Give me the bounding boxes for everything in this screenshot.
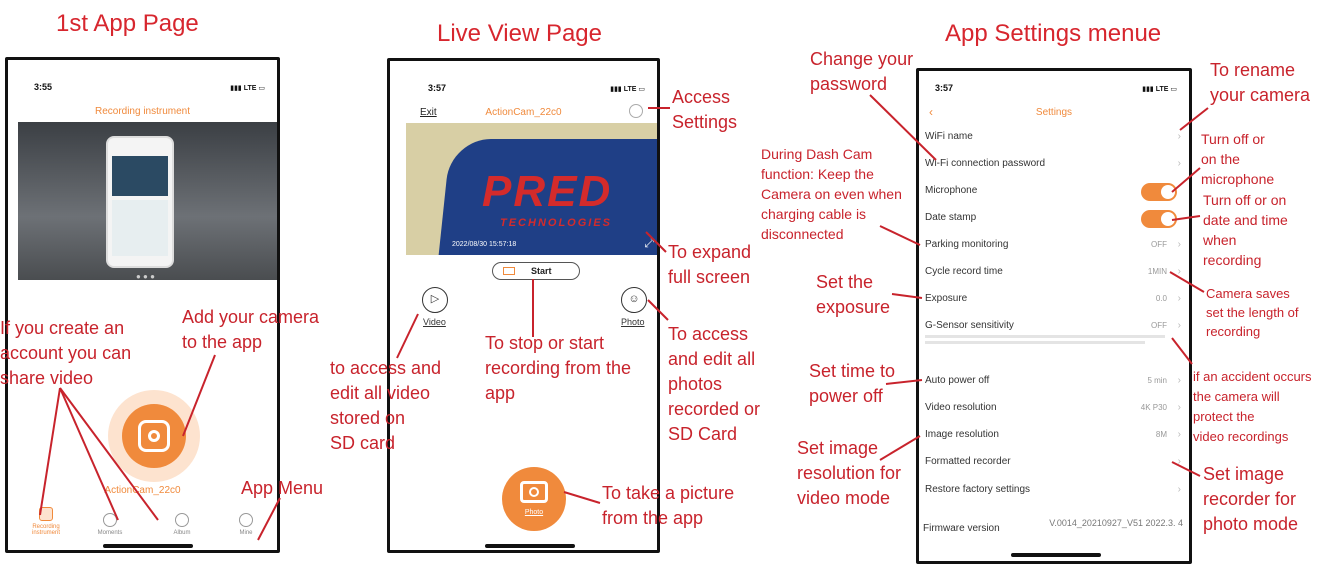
banner-image[interactable]: ● ● ● bbox=[18, 122, 277, 281]
gear-icon[interactable] bbox=[629, 104, 643, 118]
start-recording-button[interactable]: Start bbox=[492, 262, 580, 280]
device-name: ActionCam_22c0 bbox=[104, 485, 181, 496]
capture-photo-button[interactable]: Photo bbox=[502, 467, 566, 531]
chevron-right-icon: › bbox=[1177, 429, 1181, 440]
fullscreen-icon[interactable]: ⤢ bbox=[644, 236, 654, 250]
record-icon bbox=[503, 267, 515, 275]
phone-settings: 3:57 ▮▮▮ LTE ▭ ‹ Settings WiFi name› Wi-… bbox=[916, 68, 1192, 564]
settings-row-formatted-recorder[interactable]: Formatted recorder› bbox=[925, 456, 1181, 467]
heading-first-app-page: 1st App Page bbox=[56, 10, 199, 37]
settings-row-wifi-name[interactable]: WiFi name› bbox=[925, 131, 1181, 142]
home-indicator bbox=[103, 544, 193, 548]
signal-indicator: ▮▮▮ LTE ▭ bbox=[1142, 86, 1177, 93]
settings-row-wifi-password[interactable]: Wi-Fi connection password› bbox=[925, 158, 1181, 169]
play-icon[interactable]: ▷ bbox=[422, 287, 448, 313]
status-time: 3:55 bbox=[34, 82, 53, 92]
app-title: Recording instrument bbox=[94, 106, 191, 117]
signal-indicator: ▮▮▮ LTE ▭ bbox=[610, 86, 645, 93]
carousel-dots[interactable]: ● ● ● bbox=[136, 272, 155, 281]
home-indicator bbox=[1011, 553, 1101, 557]
recorder-icon bbox=[39, 507, 53, 521]
camera-icon bbox=[138, 420, 170, 452]
live-video-feed[interactable]: PRED TECHNOLOGIES 2022/08/30 15:57:18 ⤢ bbox=[406, 123, 657, 255]
date-stamp-toggle[interactable] bbox=[1141, 210, 1177, 228]
chevron-right-icon: › bbox=[1177, 320, 1181, 331]
firmware-value: V.0014_20210927_V51 2022.3. 4 bbox=[1049, 518, 1183, 528]
chevron-right-icon: › bbox=[1177, 456, 1181, 467]
live-title: ActionCam_22c0 bbox=[485, 107, 562, 118]
settings-row-restore-factory[interactable]: Restore factory settings› bbox=[925, 484, 1181, 495]
exit-button[interactable]: Exit bbox=[420, 107, 437, 118]
signal-indicator: ▮▮▮ LTE ▭ bbox=[230, 85, 265, 92]
tab-moments[interactable]: Moments bbox=[84, 513, 136, 536]
chevron-right-icon: › bbox=[1177, 375, 1181, 386]
chevron-right-icon: › bbox=[1177, 484, 1181, 495]
photo-gallery-icon[interactable]: ☺ bbox=[621, 287, 647, 313]
user-icon bbox=[239, 513, 253, 527]
phone-in-banner bbox=[106, 136, 174, 268]
status-time: 3:57 bbox=[428, 83, 447, 93]
chevron-right-icon: › bbox=[1177, 158, 1181, 169]
heading-app-settings: App Settings menue bbox=[945, 20, 1162, 47]
heading-live-view-page: Live View Page bbox=[437, 20, 602, 47]
brand-text: PRED bbox=[482, 167, 613, 216]
g-sensor-description bbox=[925, 335, 1165, 338]
home-indicator bbox=[485, 544, 575, 548]
tab-recording-instrument[interactable]: Recording instrument bbox=[20, 507, 72, 536]
chevron-right-icon: › bbox=[1177, 131, 1181, 142]
phone-live-view: 3:57 ▮▮▮ LTE ▭ Exit ActionCam_22c0 PRED … bbox=[387, 58, 660, 553]
album-icon bbox=[175, 513, 189, 527]
microphone-toggle[interactable] bbox=[1141, 183, 1177, 201]
settings-list: WiFi name› Wi-Fi connection password› Mi… bbox=[919, 124, 1189, 504]
add-camera-button[interactable] bbox=[108, 390, 200, 482]
tab-album[interactable]: Album bbox=[156, 513, 208, 536]
firmware-label: Firmware version bbox=[923, 523, 1000, 534]
annotation-app-menu: App Menu bbox=[241, 478, 324, 498]
chevron-right-icon: › bbox=[1177, 293, 1181, 304]
video-timestamp: 2022/08/30 15:57:18 bbox=[452, 241, 517, 248]
camera-icon bbox=[520, 481, 548, 503]
video-button[interactable]: Video bbox=[423, 317, 446, 327]
moments-icon bbox=[103, 513, 117, 527]
chevron-right-icon: › bbox=[1177, 266, 1181, 277]
chevron-right-icon: › bbox=[1177, 402, 1181, 413]
tab-mine[interactable]: Mine bbox=[220, 513, 272, 536]
status-time: 3:57 bbox=[935, 83, 954, 93]
settings-title: Settings bbox=[1035, 107, 1073, 118]
settings-row-date-stamp: Date stamp bbox=[919, 205, 1189, 232]
map-thumbnail bbox=[112, 200, 168, 256]
settings-row-microphone: Microphone bbox=[919, 178, 1189, 205]
chevron-right-icon: › bbox=[1177, 239, 1181, 250]
photo-gallery-button[interactable]: Photo bbox=[621, 317, 645, 327]
